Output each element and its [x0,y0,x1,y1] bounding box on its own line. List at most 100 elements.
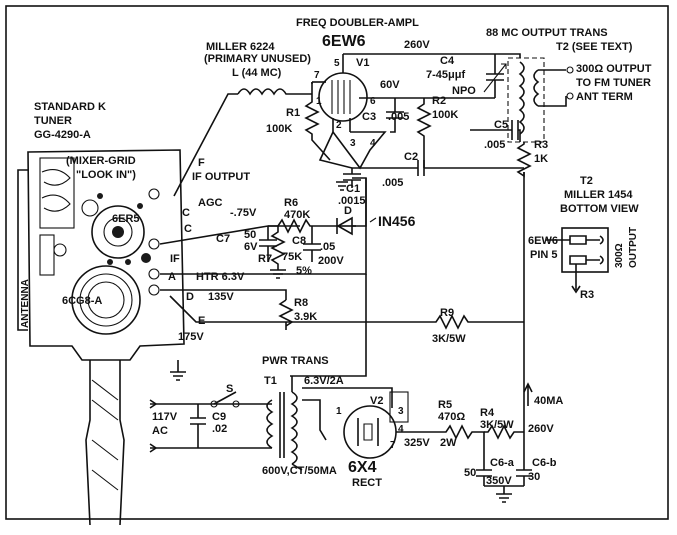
resistor-r5 [440,424,485,460]
r1-label: R1 [286,107,300,119]
tuner-model: GG-4290-A [34,129,91,141]
amp-tube: 6EW6 [322,33,366,50]
r5-label: R5 [438,399,452,411]
capacitor-c7 [259,226,277,262]
r9-label: R9 [440,307,454,319]
r9-value: 3K/5W [432,333,466,345]
pin-7: 7 [314,70,320,81]
tube-v1 [312,54,380,132]
capacitor-c5 [470,120,521,142]
pwr-hv: 600V,CT/50MA [262,465,337,477]
line-d-label: D [186,291,194,303]
capacitor-c2 [352,160,524,176]
coil-note: (PRIMARY UNUSED) [204,53,311,65]
c7-voltage: 6V [244,241,258,253]
line-c: C [184,223,192,235]
r8-value: 3.9K [294,311,317,323]
r7-value: 75K [282,251,302,263]
line-f: F [198,157,205,169]
rect-pin-3: 3 [398,406,404,417]
c8-value: .05 [320,241,335,253]
capacitor-c9 [190,404,206,448]
line-d [160,289,287,300]
out-trans-1: 300Ω OUTPUT [576,63,652,75]
c4-value: 7-45μμf [426,69,465,81]
c8-label: C8 [292,235,306,247]
r4-value: 3K/5W [480,419,514,431]
capacitor-c1 [336,168,361,191]
c5-value: .005 [484,139,505,151]
c6-voltage: 350V [486,475,512,487]
c2-label: C2 [404,151,418,163]
ac-1: 117V [152,411,178,423]
r2-label: R2 [432,95,446,107]
c3-label: C3 [362,111,376,123]
t2-tube: 6EW6 [528,235,558,247]
heater-supply-wire [290,274,367,377]
ac-arrows [149,399,157,453]
t2-ref: T2 [580,175,593,187]
out-trans-title: 88 MC OUTPUT TRANS [486,27,608,39]
power-transformer-t1 [266,376,393,471]
look-in-label: "LOOK IN") [76,169,136,181]
out-trans-2: TO FM TUNER [576,77,651,89]
t2-out-2: OUTPUT [628,227,639,268]
agc-voltage: -.75V [230,207,257,219]
amp-plate-v: 60V [380,79,400,91]
pwr-title: PWR TRANS [262,355,329,367]
ac-2: AC [152,425,168,437]
tube-6er5: 6ER5 [112,213,140,225]
current-arrow [523,382,533,406]
current-label: 40MA [534,395,563,407]
r7-tolerance: 5% [296,265,312,277]
c5-label: C5 [494,119,508,131]
line-e [169,295,430,323]
pin-5: 5 [334,58,340,69]
r6-value: 470K [284,209,310,221]
term-c-label: C [182,207,190,219]
pin-1: 1 [316,96,322,107]
amp-title: FREQ DOUBLER-AMPL [296,17,419,29]
diode-node: D [344,205,352,217]
if-label: IF [170,253,180,265]
c8-voltage: 200V [318,255,344,267]
line-f-label: IF OUTPUT [192,171,250,183]
r1-value: 100K [266,123,292,135]
c6a-value: 50 [464,467,476,479]
t2-bottom-view [546,227,609,294]
out-trans-3: ANT TERM [576,91,633,103]
output-transformer-t2 [507,57,574,143]
c6a-label: C6-a [490,457,515,469]
capacitor-c4 [483,54,507,98]
t2-view: BOTTOM VIEW [560,203,639,215]
heater-label: HTR 6.3V [196,271,245,283]
pin-6: 6 [370,96,376,107]
tuner-name: STANDARD K [34,101,106,113]
rect-tube: 6X4 [348,459,377,476]
bplus-260: 260V [528,423,554,435]
resistor-r3 [516,142,532,178]
mixer-grid-label: (MIXER-GRID [66,155,136,167]
t2-maker: MILLER 1454 [564,189,633,201]
r3-value: 1K [534,153,548,165]
r3-label: R3 [534,139,548,151]
rect-ref: V2 [370,395,383,407]
ground-symbol [170,360,186,381]
amp-ref: V1 [356,57,369,69]
line-d-voltage: 135V [208,291,234,303]
t2-r3: R3 [580,289,594,301]
c7-value: 50 [244,229,256,241]
bplus-wire [343,53,521,58]
figure-border [5,5,669,520]
c3-value: .005 [388,111,409,123]
tuner-name-2: TUNER [34,115,72,127]
t2-out-1: 300Ω [614,243,625,268]
pwr-ref: T1 [264,375,277,387]
c4-label: C4 [440,55,455,67]
c1-value: .0015 [338,195,366,207]
capacitor-c6 [476,460,532,503]
r5-watt: 2W [440,437,457,449]
